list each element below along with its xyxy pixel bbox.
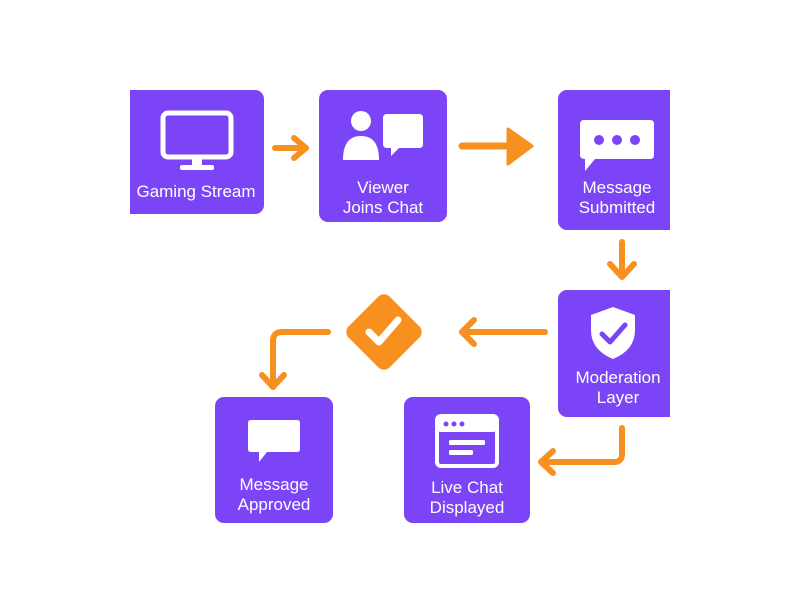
node-message-submitted: Message Submitted: [558, 90, 670, 230]
node-message-approved: Message Approved: [215, 397, 333, 523]
edge-moderation-layer-to-decision: [459, 317, 548, 347]
edge-message-submitted-to-moderation-layer: [607, 239, 637, 280]
monitor-icon: [160, 110, 234, 170]
edge-decision-to-message-approved: [259, 329, 331, 390]
node-label-line: Message: [239, 475, 309, 494]
diagram-clip-region: Gaming Stream Viewer Joins Chat: [130, 0, 670, 600]
node-label-line: Gaming Stream: [136, 182, 256, 201]
chat-bubble-dots-icon: [580, 120, 654, 171]
shield-check-icon: [591, 307, 635, 359]
node-label-line: Message: [582, 178, 652, 197]
edge-gaming-stream-to-viewer-joins-chat: [272, 135, 309, 161]
node-moderation-layer: Moderation Layer: [558, 290, 670, 417]
node-label-line: Approved: [237, 495, 311, 514]
edge-moderation-layer-to-live-chat-displayed: [538, 425, 625, 476]
edge-viewer-joins-chat-to-message-submitted: [458, 127, 534, 166]
node-gaming-stream: Gaming Stream: [130, 90, 264, 214]
user-chat-icon: [343, 111, 423, 160]
check-diamond-icon: [365, 316, 402, 346]
node-label-line: Viewer: [357, 178, 409, 197]
chat-bubble-icon: [248, 420, 300, 462]
browser-window-icon: [435, 414, 499, 468]
node-viewer-joins-chat: Viewer Joins Chat: [319, 90, 447, 222]
node-label-line: Moderation: [575, 368, 661, 387]
decision-diamond: [346, 294, 422, 370]
node-label-line: Joins Chat: [342, 198, 424, 217]
node-label-line: Submitted: [578, 198, 656, 217]
node-label-line: Displayed: [429, 498, 505, 517]
node-live-chat-displayed: Live Chat Displayed: [404, 397, 530, 523]
node-label-line: Live Chat: [431, 478, 503, 497]
node-label-line: Layer: [596, 388, 640, 407]
